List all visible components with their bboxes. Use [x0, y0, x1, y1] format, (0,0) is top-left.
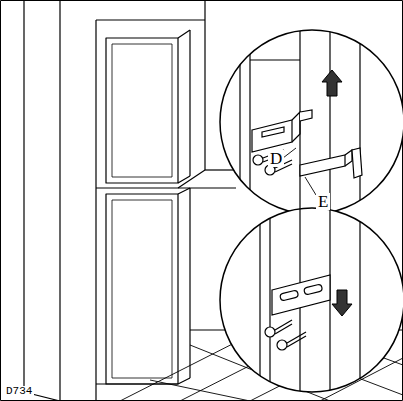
part-letter: E	[316, 193, 330, 210]
figure-code: D734	[4, 386, 34, 397]
upper-hinge-inset	[220, 30, 403, 220]
lower-hinge-inset	[220, 200, 403, 400]
part-letter: D	[268, 150, 284, 167]
